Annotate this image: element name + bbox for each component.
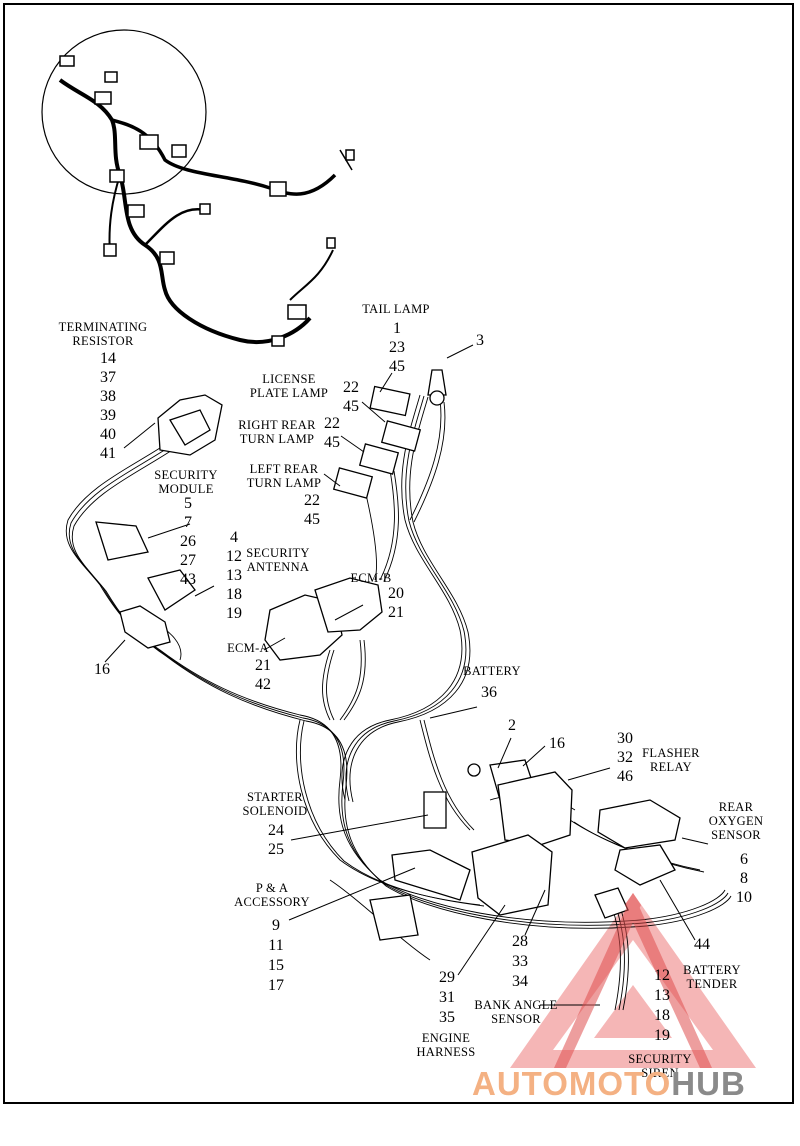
security-module-label: SECURITY MODULE <box>154 468 218 496</box>
ref-16-left: 16 <box>94 661 110 678</box>
terminating-resistor-label: TERMINATING RESISTOR <box>58 320 148 348</box>
starter-solenoid-label: STARTER SOLENOID <box>242 790 308 818</box>
watermark-overlay <box>554 893 712 1068</box>
battery-tender-label: BATTERY TENDER <box>683 963 741 991</box>
left-rear-turn-lamp-label: LEFT REAR TURN LAMP <box>246 462 322 490</box>
overview-inset <box>41 29 355 347</box>
ref-16-right: 16 <box>549 735 565 752</box>
watermark-logo <box>510 893 756 1068</box>
battery-refs: 36 <box>481 684 497 701</box>
components <box>95 369 681 941</box>
ref-3: 3 <box>476 332 484 349</box>
license-plate-lamp-label: LICENSE PLATE LAMP <box>249 372 329 400</box>
bank-angle-sensor-label: BANK ANGLE SENSOR <box>474 998 558 1026</box>
ref-2: 2 <box>508 717 516 734</box>
battery-label: BATTERY <box>463 664 521 678</box>
ecm-a-label: ECM-A <box>227 641 269 655</box>
right-rear-turn-lamp-label: RIGHT REAR TURN LAMP <box>238 418 316 446</box>
rear-oxygen-sensor-label: REAR OXYGEN SENSOR <box>708 800 764 842</box>
ecm-b-label: ECM-B <box>350 571 392 585</box>
flasher-relay-label: FLASHER RELAY <box>642 746 700 774</box>
p-a-accessory-label: P & A ACCESSORY <box>234 881 310 909</box>
security-siren-label: SECURITY SIREN <box>628 1052 692 1080</box>
security-antenna-label: SECURITY ANTENNA <box>246 546 310 574</box>
tail-lamp-label: TAIL LAMP <box>362 302 430 316</box>
engine-harness-label: ENGINE HARNESS <box>416 1031 476 1059</box>
ref-44: 44 <box>694 936 710 953</box>
watermark-text: AUTOMOTOHUB <box>472 1065 746 1102</box>
diagram-frame <box>3 3 794 1104</box>
leader-lines <box>104 344 709 1006</box>
